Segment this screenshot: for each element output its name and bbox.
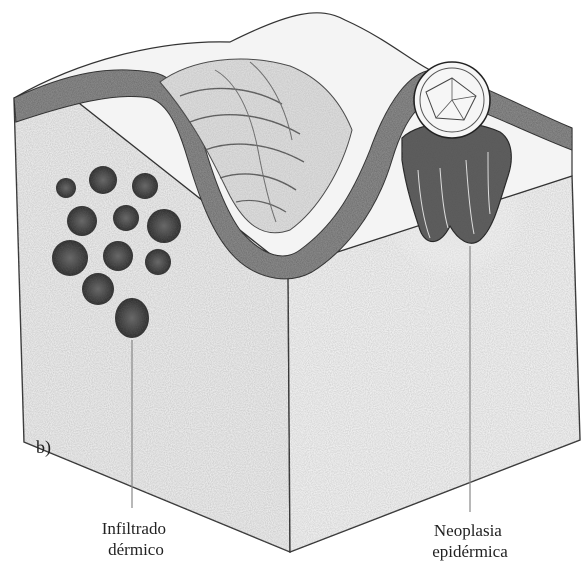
label-dermal-infiltrate: Infiltrado dérmico [102, 519, 170, 559]
epidermal-neoplasia [402, 62, 511, 243]
label-epidermal-neoplasia: Neoplasia epidérmica [432, 521, 508, 561]
panel-label: b) [36, 437, 51, 458]
